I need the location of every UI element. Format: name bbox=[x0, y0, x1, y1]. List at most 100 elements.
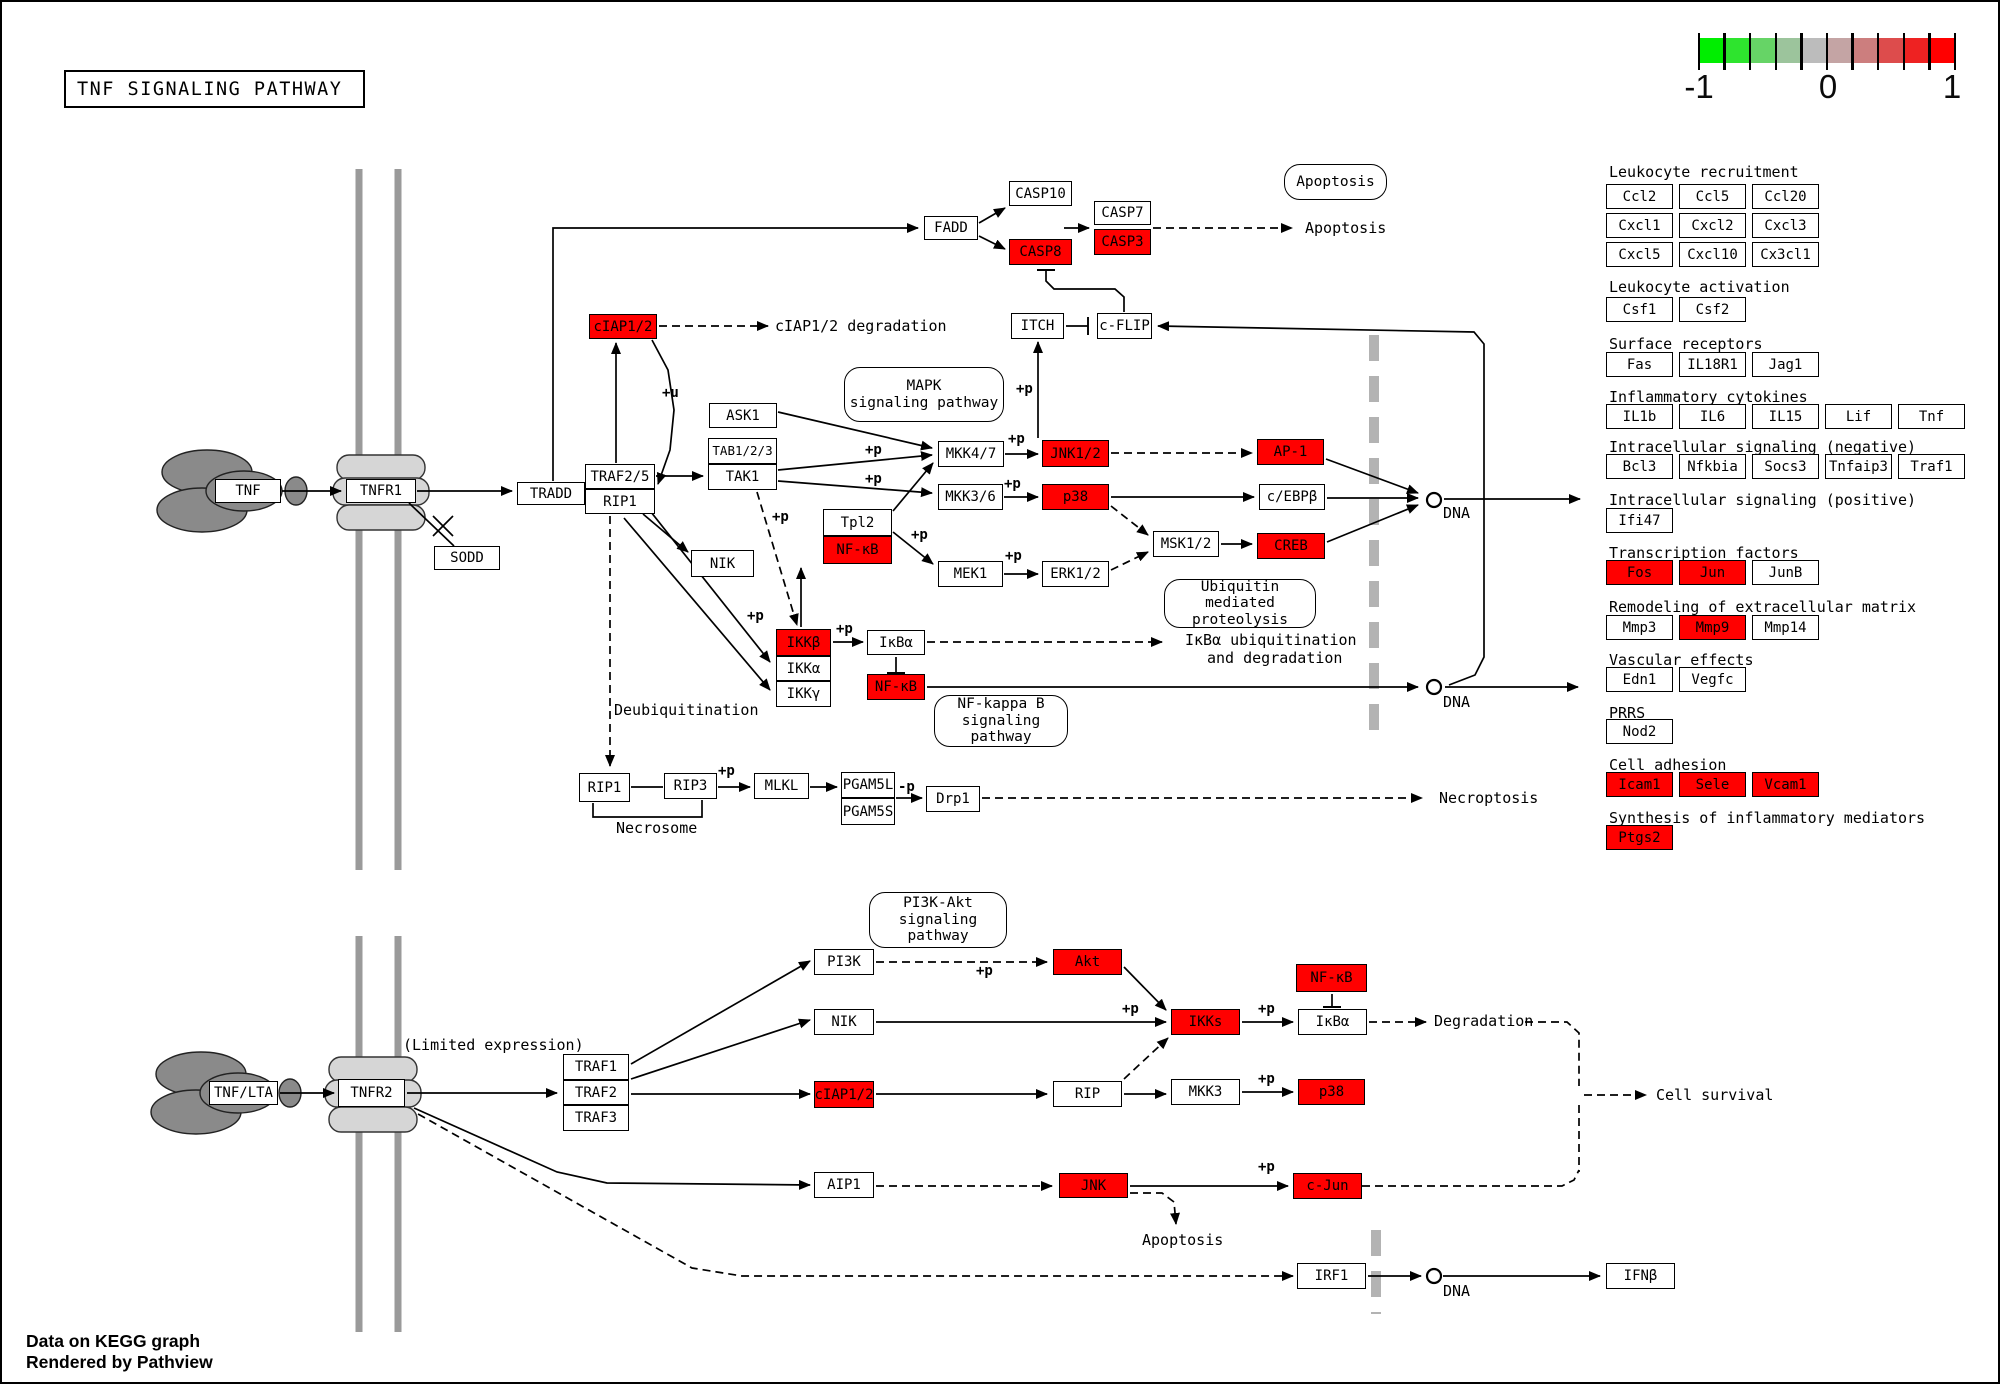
diagram-label--p: +p bbox=[836, 621, 853, 637]
edge-69 bbox=[1525, 1021, 1580, 1086]
node-cxcl3: Cxcl3 bbox=[1752, 213, 1819, 238]
diagram-label-dna: DNA bbox=[1443, 693, 1471, 711]
node-jun: Jun bbox=[1679, 560, 1746, 585]
diagram-label--p: +p bbox=[976, 963, 993, 979]
node-tnfr1: TNFR1 bbox=[346, 479, 416, 503]
node-nfkb-upper: NF-κB bbox=[867, 674, 925, 700]
diagram-label-ciap1-2-degradation: cIAP1/2 degradation bbox=[775, 317, 947, 335]
legend-tick bbox=[1877, 33, 1880, 70]
group-header-prrs: PRRS bbox=[1609, 704, 1646, 722]
node-aip1: AIP1 bbox=[814, 1172, 874, 1198]
node-il6: IL6 bbox=[1679, 404, 1746, 429]
node-ikkb: IKKβ bbox=[776, 629, 831, 656]
diagram-label--p: +p bbox=[911, 527, 928, 543]
node-nik-upper: NIK bbox=[691, 550, 754, 577]
diagram-label--p: +p bbox=[772, 509, 789, 525]
diagram-label--p: +p bbox=[718, 763, 735, 779]
node-casp10: CASP10 bbox=[1009, 181, 1072, 206]
node-nik-lower: NIK bbox=[814, 1009, 874, 1035]
node-tnf: Tnf bbox=[1898, 404, 1965, 429]
diagram-label--p: +p bbox=[1258, 1001, 1275, 1017]
node-ask1: ASK1 bbox=[709, 403, 777, 428]
legend-tick bbox=[1902, 33, 1905, 70]
edge-15 bbox=[777, 451, 933, 471]
legend-tick bbox=[1953, 33, 1957, 70]
diagram-label-i-b-ubiquitination: IκBα ubiquitination bbox=[1185, 631, 1357, 649]
node-tnfaip3: Tnfaip3 bbox=[1825, 454, 1892, 479]
node-ap-1: AP-1 bbox=[1257, 439, 1324, 465]
diagram-label-degradation: Degradation bbox=[1434, 1012, 1534, 1030]
node-tnf: TNF bbox=[215, 479, 281, 503]
group-header-surface-receptors: Surface receptors bbox=[1609, 335, 1763, 353]
edge-62 bbox=[1123, 1037, 1169, 1080]
diagram-label-necrosome: Necrosome bbox=[616, 819, 698, 837]
edge-4 bbox=[432, 515, 454, 537]
legend-max-label: 1 bbox=[1942, 68, 1962, 105]
node-tab1-2-3: TAB1/2/3 bbox=[708, 438, 777, 464]
node-tnfr2: TNFR2 bbox=[338, 1079, 405, 1107]
node-traf3: TRAF3 bbox=[563, 1105, 629, 1131]
node-erk1-2: ERK1/2 bbox=[1042, 561, 1109, 587]
legend-tick bbox=[1697, 33, 1701, 70]
node-pgam5s: PGAM5S bbox=[841, 798, 895, 825]
node-socs3: Socs3 bbox=[1752, 454, 1819, 479]
node-p38-lower: p38 bbox=[1298, 1079, 1365, 1105]
legend-cell bbox=[1929, 38, 1955, 63]
legend-zero-label: 0 bbox=[1818, 68, 1838, 105]
node-ikba-lower: IκBα bbox=[1298, 1009, 1367, 1035]
node-jnk1-2: JNK1/2 bbox=[1042, 440, 1109, 467]
edge-14 bbox=[642, 513, 689, 553]
node-vegfc: Vegfc bbox=[1679, 667, 1746, 692]
edge-23 bbox=[892, 531, 934, 565]
edge-58 bbox=[417, 1113, 1294, 1281]
node-ccl5: Ccl5 bbox=[1679, 184, 1746, 209]
diagram-label-and-degradation: and degradation bbox=[1207, 649, 1343, 667]
edge-57 bbox=[413, 1107, 811, 1190]
diagram-label-dna: DNA bbox=[1443, 1282, 1471, 1300]
node-ciap1-2: cIAP1/2 bbox=[589, 314, 657, 339]
diagram-label--limited-expression-: (Limited expression) bbox=[403, 1036, 584, 1054]
node-tradd: TRADD bbox=[517, 482, 585, 505]
node-mmp14: Mmp14 bbox=[1752, 615, 1819, 640]
pathway-title-box: TNF SIGNALING PATHWAY bbox=[64, 70, 365, 108]
edge-39 bbox=[1045, 270, 1125, 312]
edge-21 bbox=[623, 517, 771, 691]
diagram-label--p: +p bbox=[1005, 548, 1022, 564]
edge-2 bbox=[408, 502, 455, 547]
edge-35 bbox=[1326, 504, 1419, 543]
diagram-label--p: +p bbox=[1258, 1159, 1275, 1175]
node-mlkl: MLKL bbox=[754, 773, 809, 799]
node-mkk4-7: MKK4/7 bbox=[938, 441, 1004, 467]
edge-71 bbox=[1362, 1169, 1580, 1187]
cell-membranes bbox=[355, 169, 402, 1332]
node-lif: Lif bbox=[1825, 404, 1892, 429]
node-c-flip: c-FLIP bbox=[1097, 313, 1152, 339]
node-irf1: IRF1 bbox=[1297, 1263, 1366, 1289]
node-itch: ITCH bbox=[1011, 313, 1064, 339]
node-ciap1-2-lower: cIAP1/2 bbox=[814, 1081, 874, 1108]
diagram-label--p: +p bbox=[747, 608, 764, 624]
node-ccl2: Ccl2 bbox=[1606, 184, 1673, 209]
node-tak1: TAK1 bbox=[708, 464, 777, 490]
node-c-ebpb: c/EBPβ bbox=[1259, 484, 1325, 510]
node-il18r1: IL18R1 bbox=[1679, 352, 1746, 377]
legend-cell bbox=[1826, 38, 1853, 63]
pi3k-akt-ref: PI3K-Akt signaling pathway bbox=[869, 892, 1007, 948]
apoptosis-ref: Apoptosis bbox=[1284, 164, 1387, 200]
render-credit: Data on KEGG graph Rendered by Pathview bbox=[26, 1331, 213, 1372]
diagram-label-necroptosis: Necroptosis bbox=[1439, 789, 1539, 807]
node-ifnb: IFNβ bbox=[1606, 1263, 1675, 1289]
edge-30 bbox=[1110, 551, 1149, 571]
node-icam1: Icam1 bbox=[1606, 772, 1673, 797]
node-traf1: Traf1 bbox=[1898, 454, 1965, 479]
edge-7 bbox=[978, 235, 1006, 250]
edge-60 bbox=[1123, 966, 1167, 1011]
node-casp8: CASP8 bbox=[1009, 239, 1072, 265]
group-header-inflammatory-cytokines: Inflammatory cytokines bbox=[1609, 388, 1808, 406]
node-rip: RIP bbox=[1053, 1081, 1122, 1107]
node-fos: Fos bbox=[1606, 560, 1673, 585]
group-header-transcription-factors: Transcription factors bbox=[1609, 544, 1799, 562]
pathway-title: TNF SIGNALING PATHWAY bbox=[77, 78, 343, 100]
